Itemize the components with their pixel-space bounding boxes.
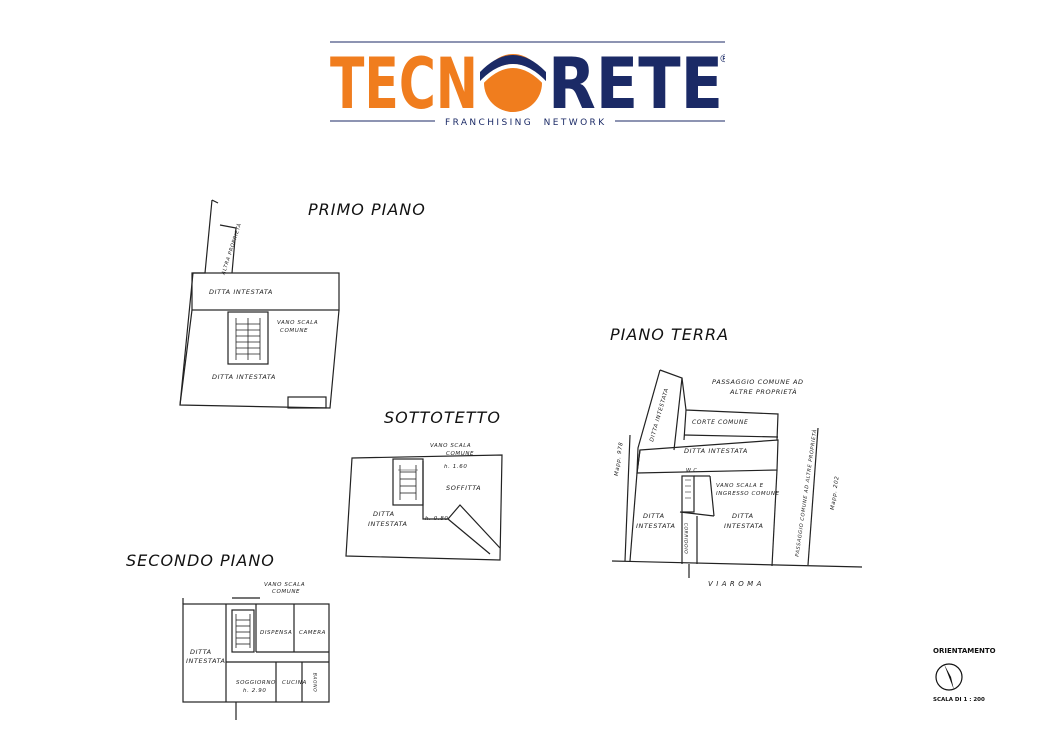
secondo-label-height: h. 2.90	[243, 688, 267, 694]
compass-icon	[935, 663, 963, 691]
orientation-compass: ORIENTAMENTO SCALA DI 1 : 200	[933, 647, 996, 703]
secondo-label-room2: CAMERA	[299, 630, 327, 636]
tecnorete-logo: TECN RETE ® FRANCHISING NETWORK	[330, 41, 725, 128]
plan-piano-terra	[611, 369, 863, 578]
terra-label-left-owner2: INTESTATA	[636, 522, 676, 530]
primo-piano-title: PRIMO PIANO	[308, 200, 426, 219]
terra-label-street: V I A R O M A	[708, 580, 762, 588]
primo-label-stair2: COMUNE	[280, 328, 309, 334]
terra-label-stair: VANO SCALA E	[716, 483, 764, 489]
secondo-label-room5: BAGNO	[311, 672, 317, 693]
sottotetto-label-height2: h. 0.80	[425, 516, 449, 522]
terra-label-right-owner: DITTA	[732, 512, 754, 520]
primo-label-top: DITTA INTESTATA	[209, 288, 273, 296]
plan-sottotetto	[345, 454, 503, 561]
terra-label-passage: PASSAGGIO COMUNE AD	[712, 378, 804, 386]
sottotetto-label-owner: DITTA	[373, 510, 395, 518]
piano-terra-title: PIANO TERRA	[610, 325, 730, 344]
logo-registered-mark: ®	[719, 52, 725, 65]
terra-label-right-owner2: INTESTATA	[724, 522, 764, 530]
secondo-label-room3: SOGGIORNO	[236, 680, 276, 686]
secondo-label-owner2: INTESTATA	[186, 657, 226, 665]
sottotetto-title: SOTTOTETTO	[384, 408, 501, 427]
logo-text-rete: RETE	[548, 43, 723, 125]
secondo-piano-title: SECONDO PIANO	[126, 551, 275, 570]
orientation-label: ORIENTAMENTO	[933, 647, 996, 655]
logo-o-roof-icon	[478, 54, 548, 112]
secondo-label-owner: DITTA	[190, 648, 212, 656]
sottotetto-label-attic: SOFFITTA	[446, 484, 482, 492]
terra-label-passage2: ALTRE PROPRIETÀ	[730, 388, 798, 396]
secondo-label-room1: DISPENSA	[260, 630, 293, 636]
logo-text-tecn: TECN	[330, 43, 478, 125]
primo-label-stair: VANO SCALA	[277, 320, 319, 326]
sottotetto-label-stair2: COMUNE	[446, 451, 475, 457]
secondo-label-room4: CUCINA	[282, 680, 307, 686]
terra-label-left-owner: DITTA	[643, 512, 665, 520]
terra-label-wc: W.C.	[686, 468, 700, 474]
plan-secondo-piano	[182, 597, 330, 720]
sottotetto-label-owner2: INTESTATA	[368, 520, 408, 528]
sottotetto-label-height1: h. 1.60	[444, 464, 468, 470]
plan-primo-piano	[179, 199, 340, 409]
secondo-label-stair2: COMUNE	[272, 589, 301, 595]
scale-label: SCALA DI 1 : 200	[933, 697, 985, 703]
terra-label-court: CORTE COMUNE	[692, 419, 749, 426]
secondo-label-stair: VANO SCALA	[264, 582, 306, 588]
terra-label-corridor: CORRIDOIO	[682, 522, 688, 555]
sottotetto-label-stair: VANO SCALA	[430, 443, 472, 449]
logo-tagline: FRANCHISING NETWORK	[445, 118, 607, 128]
terra-label-owner-top: DITTA INTESTATA	[684, 447, 748, 455]
primo-label-bottom: DITTA INTESTATA	[212, 373, 276, 381]
terra-label-stair2: INGRESSO COMUNE	[716, 491, 780, 497]
